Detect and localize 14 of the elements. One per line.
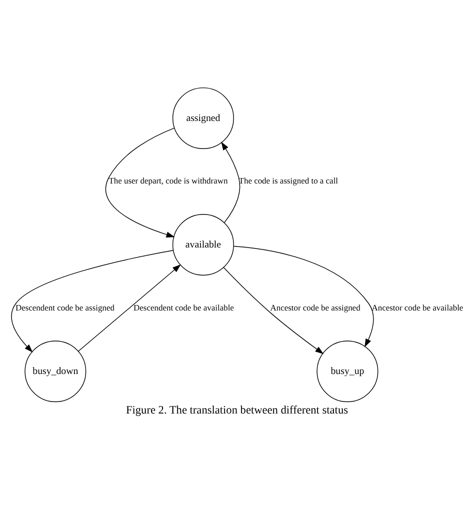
arrow bbox=[233, 245, 374, 347]
node-circle: assigned bbox=[172, 86, 234, 148]
edge-label: Ancestor code be assigned bbox=[270, 302, 360, 312]
arrow bbox=[78, 264, 181, 352]
edge-label: The user depart, code is withdrawn bbox=[108, 175, 228, 186]
arrow bbox=[11, 250, 174, 352]
edge-label: Descendent code be available bbox=[134, 302, 234, 312]
arrow bbox=[105, 127, 175, 237]
edge-label: Descendent code be assigned bbox=[15, 302, 114, 312]
edge-label: Ancestor code be available bbox=[372, 302, 464, 312]
arrow bbox=[223, 266, 324, 354]
caption: Figure 2. The translation between different status bbox=[126, 404, 348, 416]
node-circle: busy_up bbox=[316, 340, 378, 402]
arrow bbox=[221, 141, 240, 223]
